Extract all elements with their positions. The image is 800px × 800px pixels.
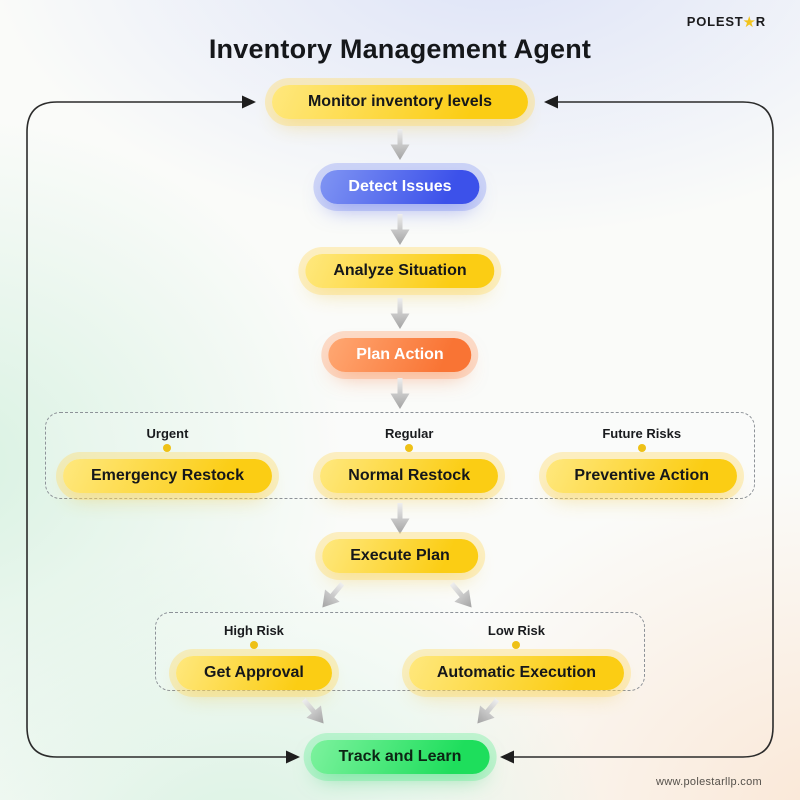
branch-urgent: Urgent Emergency Restock (63, 426, 272, 493)
node-automatic-execution: Automatic Execution (408, 656, 624, 690)
logo-text: R (755, 14, 766, 29)
node-emergency-restock: Emergency Restock (63, 459, 272, 493)
branch-dot-icon (512, 641, 521, 649)
branch-dot-icon (637, 444, 646, 452)
node-preventive-action: Preventive Action (546, 459, 737, 493)
branch-dot-icon (249, 641, 258, 649)
node-execute-plan: Execute Plan (322, 539, 478, 573)
branch-condition-label: Low Risk (487, 623, 545, 638)
arrowhead-into-monitor-left (242, 95, 256, 109)
node-track-and-learn: Track and Learn (310, 740, 490, 774)
node-monitor-inventory-levels: Monitor inventory levels (271, 85, 529, 119)
arrow-down-icon (390, 298, 410, 329)
branch-condition-label: High Risk (223, 623, 284, 638)
arrow-down-icon (390, 214, 410, 245)
arrow-down-icon (390, 129, 410, 160)
node-get-approval: Get Approval (176, 656, 332, 690)
website-url: www.polestarllp.com (656, 776, 762, 788)
arrowhead-into-monitor-right (544, 95, 558, 109)
arrow-down-left-icon (315, 577, 350, 614)
page-title: Inventory Management Agent (208, 34, 592, 64)
branch-future-risks: Future Risks Preventive Action (546, 426, 737, 493)
arrow-down-icon (390, 503, 410, 534)
arrow-down-right-icon (296, 693, 331, 730)
arrowhead-into-track-left (286, 750, 300, 764)
branch-regular: Regular Normal Restock (320, 426, 499, 493)
branch-condition-label: Regular (384, 426, 434, 441)
arrow-down-left-icon (470, 693, 505, 730)
branch-low-risk: Low Risk Automatic Execution (408, 623, 624, 690)
branch-dot-icon (405, 444, 414, 452)
execute-branches-container: High Risk Get Approval Low Risk Automati… (155, 612, 645, 691)
node-analyze-situation: Analyze Situation (305, 254, 495, 288)
node-plan-action: Plan Action (328, 338, 472, 372)
plan-branches-container: Urgent Emergency Restock Regular Normal … (45, 412, 755, 499)
branch-condition-label: Urgent (146, 426, 189, 441)
branch-condition-label: Future Risks (602, 426, 682, 441)
node-detect-issues: Detect Issues (320, 170, 480, 204)
polestar-logo: POLEST★R (687, 13, 766, 31)
star-icon: ★ (742, 14, 757, 31)
arrow-down-right-icon (444, 577, 479, 614)
branch-dot-icon (163, 444, 172, 452)
branch-high-risk: High Risk Get Approval (176, 623, 332, 690)
arrow-down-icon (390, 378, 410, 409)
node-normal-restock: Normal Restock (320, 459, 499, 493)
arrowhead-into-track-right (500, 750, 514, 764)
logo-text: POLEST (686, 14, 744, 29)
